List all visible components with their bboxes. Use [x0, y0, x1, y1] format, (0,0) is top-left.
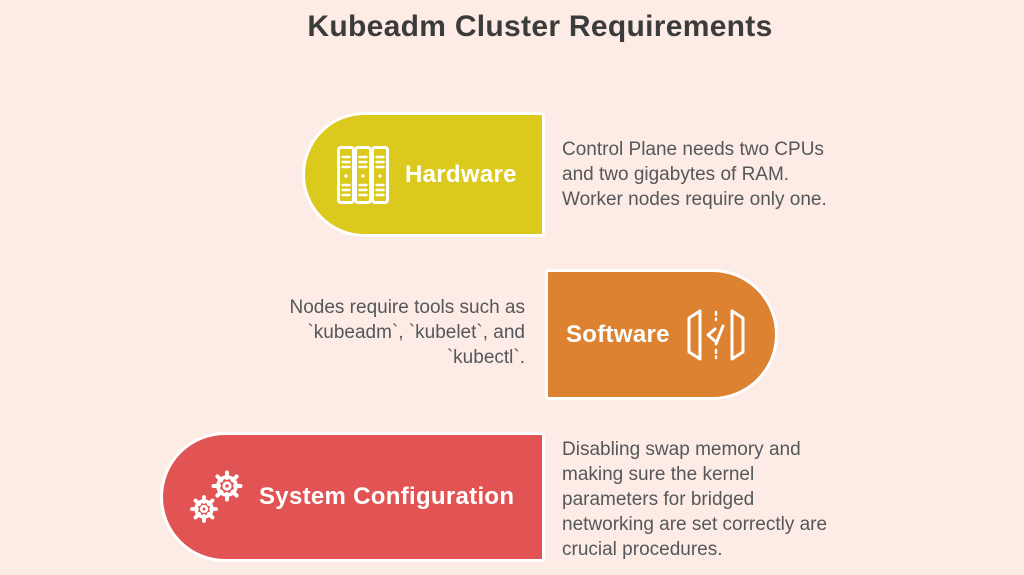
page-title: Kubeadm Cluster Requirements [307, 10, 773, 43]
gears-icon [187, 468, 247, 526]
system-configuration-description: Disabling swap memory and making sure th… [562, 439, 828, 560]
hardware-card: Hardware [302, 112, 545, 237]
hardware-card-label: Hardware [405, 160, 517, 188]
hardware-description: Control Plane needs two CPUs and two gig… [562, 139, 827, 210]
software-description: Nodes require tools such as `kubeadm`, `… [289, 297, 525, 368]
system-configuration-card: System Configuration [160, 432, 545, 562]
system-configuration-card-label: System Configuration [259, 483, 515, 510]
software-card: Software [545, 269, 778, 400]
code-panels-icon [685, 306, 747, 364]
server-rack-icon [337, 145, 389, 204]
software-card-label: Software [566, 320, 670, 348]
